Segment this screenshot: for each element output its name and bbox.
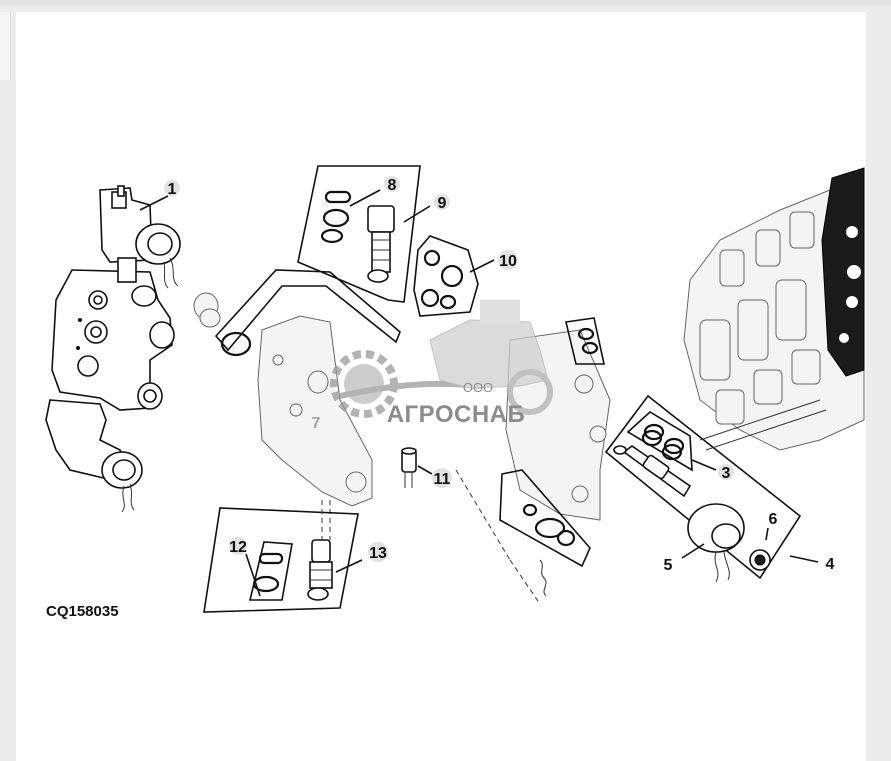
callout-3: 3	[722, 465, 731, 482]
callout-badge-11	[432, 468, 452, 488]
valve-bank-background	[683, 167, 865, 451]
kit-box-12-13	[203, 500, 363, 613]
watermark-name: АГРОСНАБ	[387, 401, 526, 428]
callout-badge-9	[434, 194, 450, 210]
kit-box-8-9	[297, 165, 431, 303]
kit-box-3-4	[604, 394, 819, 583]
callout-badge-3	[718, 464, 734, 480]
callout-badge-13	[368, 542, 388, 562]
callout-9: 9	[438, 195, 447, 212]
callout-4: 4	[826, 556, 835, 573]
callout-7: 7	[312, 415, 321, 432]
callout-badge-8	[384, 176, 400, 192]
manifold-block	[193, 269, 401, 540]
watermark-logo	[330, 300, 553, 418]
callout-10: 10	[499, 253, 517, 270]
callout-11: 11	[434, 471, 451, 488]
callout-8: 8	[388, 177, 397, 194]
side-tab[interactable]	[0, 12, 11, 80]
callout-6: 6	[769, 511, 778, 528]
callout-badge-12	[229, 537, 247, 555]
callout-12: 12	[229, 539, 247, 556]
callout-5: 5	[664, 557, 673, 574]
figure-code: CQ158035	[46, 603, 119, 620]
watermark-prefix: ООО	[463, 380, 493, 395]
valve-assembly-left	[45, 185, 181, 513]
callout-badge-1	[164, 180, 180, 196]
callout-1: 1	[168, 181, 177, 198]
plug-11	[401, 447, 433, 488]
gasket-plate-10	[413, 235, 495, 317]
top-strip	[0, 0, 891, 6]
callout-13: 13	[369, 545, 387, 562]
callout-badge-10	[498, 250, 518, 270]
